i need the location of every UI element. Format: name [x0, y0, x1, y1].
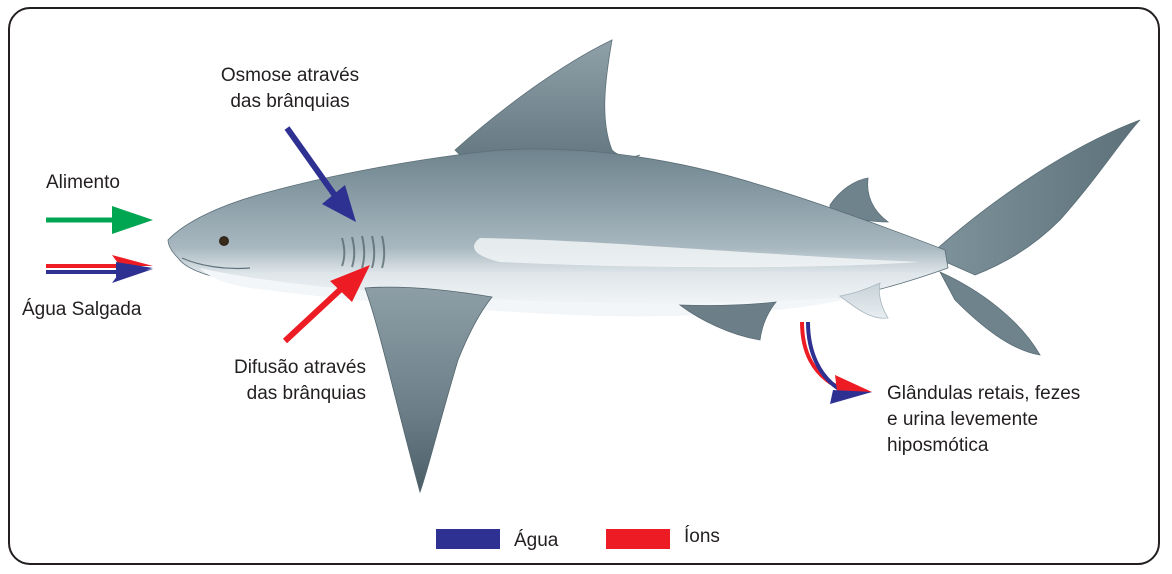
osmose-label: Osmose através das brânquias — [190, 63, 390, 115]
glandulas-label-line1: Glândulas retais, fezes — [887, 381, 1080, 407]
dorsal-fin — [455, 40, 640, 167]
agua-salgada-label: Água Salgada — [22, 297, 141, 323]
excretion-arrow — [802, 322, 872, 404]
glandulas-label: Glândulas retais, fezes e urina levement… — [887, 381, 1080, 459]
difusao-label: Difusão através das brânquias — [160, 355, 366, 407]
tail-upper-lobe — [930, 120, 1140, 275]
glandulas-label-line3: hiposmótica — [887, 433, 1080, 459]
difusao-label-line1: Difusão através — [160, 355, 366, 381]
pelvic-fin — [680, 302, 776, 340]
tail-lower-lobe — [940, 272, 1040, 355]
food-arrow — [46, 206, 153, 234]
salt-water-arrow — [46, 255, 153, 283]
legend-swatch-ions — [606, 529, 670, 549]
legend-label-ions: Íons — [684, 524, 720, 550]
legend-label-water: Água — [514, 528, 558, 554]
alimento-label: Alimento — [46, 170, 120, 196]
pectoral-fin — [365, 287, 492, 492]
eye — [220, 237, 229, 246]
osmose-label-line2: das brânquias — [190, 89, 390, 115]
glandulas-label-line2: e urina levemente — [887, 407, 1080, 433]
legend-swatch-water — [436, 529, 500, 549]
difusao-label-line2: das brânquias — [160, 381, 366, 407]
osmose-label-line1: Osmose através — [190, 63, 390, 89]
